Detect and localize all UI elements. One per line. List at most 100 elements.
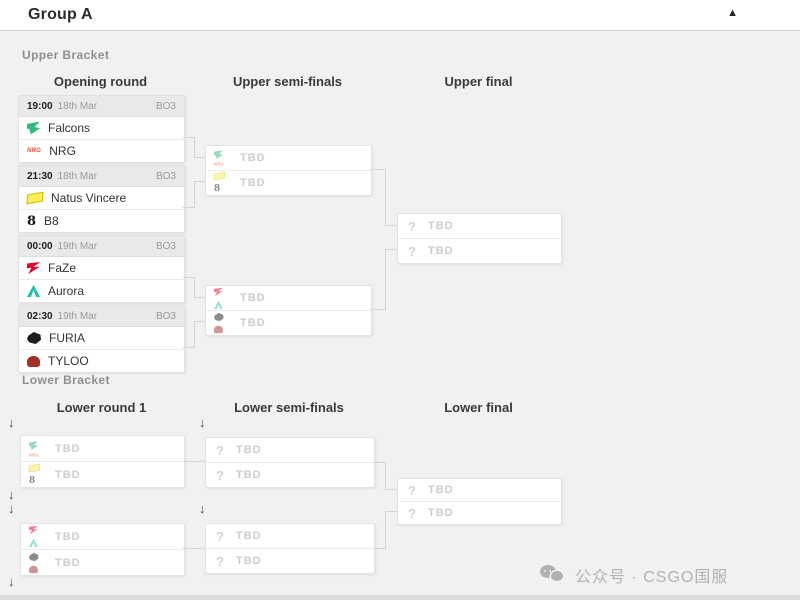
tbd-slot: ? TBD <box>206 462 374 487</box>
bracket-connector <box>373 511 386 549</box>
unknown-team-icon: ? <box>408 218 416 234</box>
team-row-falcons[interactable]: Falcons <box>19 117 184 139</box>
watermark: 公众号 · CSGO国服 <box>540 563 728 587</box>
furia-logo-icon <box>214 312 224 322</box>
col-header-lower-final: Lower final <box>444 400 513 415</box>
lower-round1-match-1: NRG TBD 8 TBD <box>20 435 185 488</box>
match-format: BO3 <box>155 310 176 322</box>
team-row-b8[interactable]: 8 B8 <box>19 209 184 232</box>
team-row-faze[interactable]: FaZe <box>19 257 184 279</box>
team-name: Natus Vincere <box>51 191 127 205</box>
match-date: 19th Mar <box>57 240 98 252</box>
possible-teams-icons <box>29 524 45 549</box>
tbd-slot: NRG TBD <box>206 146 371 170</box>
tbd-slot: ? TBD <box>206 548 374 573</box>
bracket-connector <box>183 461 205 462</box>
possible-teams-icons: NRG <box>214 148 230 168</box>
match-card-falcons-nrg[interactable]: 19:00 18th Mar BO3 Falcons NRG NRG <box>18 95 185 163</box>
unknown-team-icon: ? <box>216 528 224 544</box>
tbd-slot: TBD <box>206 310 371 335</box>
tyloo-logo-icon <box>29 565 38 573</box>
team-name: NRG <box>49 144 76 158</box>
match-time: 19:00 <box>27 100 53 112</box>
loser-drop-arrow-icon: ↓ <box>199 501 206 516</box>
tbd-label: TBD <box>55 530 81 543</box>
team-row-navi[interactable]: Natus Vincere <box>19 187 184 209</box>
tbd-slot: TBD <box>206 286 371 310</box>
group-header[interactable]: Group A ▲ <box>0 0 800 31</box>
col-header-upper-final: Upper final <box>444 74 513 89</box>
match-time: 00:00 <box>27 240 53 252</box>
navi-logo-icon <box>26 191 44 205</box>
possible-teams-icons: NRG <box>29 439 45 459</box>
possible-teams-icons <box>214 286 230 311</box>
bracket-connector <box>183 277 195 298</box>
team-name: FURIA <box>49 331 85 345</box>
col-header-opening-round: Opening round <box>53 74 148 89</box>
match-format: BO3 <box>155 170 176 182</box>
nrg-logo-icon: NRG <box>214 162 224 168</box>
match-header: 19:00 18th Mar BO3 <box>19 96 184 117</box>
faze-logo-icon <box>29 525 38 535</box>
team-name: B8 <box>44 214 59 228</box>
possible-teams-icons <box>214 311 230 335</box>
col-header-lower-round-1: Lower round 1 <box>56 400 147 415</box>
tbd-label: TBD <box>240 152 266 164</box>
unknown-team-icon: ? <box>216 442 224 458</box>
unknown-team-icon: ? <box>216 553 224 569</box>
tbd-label: TBD <box>236 530 262 542</box>
match-card-furia-tyloo[interactable]: 02:30 19th Mar BO3 FURIA TYLOO <box>18 305 185 373</box>
upper-bracket-label: Upper Bracket <box>22 48 110 62</box>
tbd-slot: TBD <box>21 549 184 575</box>
tbd-label: TBD <box>240 317 266 329</box>
col-header-lower-semifinals: Lower semi-finals <box>234 400 344 415</box>
tbd-label: TBD <box>428 507 454 519</box>
tbd-label: TBD <box>236 444 262 456</box>
b8-logo-icon: 8 <box>27 213 37 229</box>
aurora-logo-icon <box>29 538 38 548</box>
upper-semifinal-1: NRG TBD 8 TBD <box>205 145 372 196</box>
bottom-divider <box>0 595 800 600</box>
navi-logo-icon <box>213 171 226 181</box>
team-row-aurora[interactable]: Aurora <box>19 279 184 302</box>
bracket-connector <box>194 181 205 182</box>
collapse-caret-icon[interactable]: ▲ <box>727 7 738 19</box>
b8-logo-icon: 8 <box>29 474 36 486</box>
match-card-navi-b8[interactable]: 21:30 18th Mar BO3 Natus Vincere 8 B8 <box>18 165 185 233</box>
faze-logo-icon <box>27 262 40 274</box>
team-row-furia[interactable]: FURIA <box>19 327 184 349</box>
upper-final: ? TBD ? TBD <box>397 213 562 264</box>
match-date: 18th Mar <box>57 100 98 112</box>
lower-bracket-label: Lower Bracket <box>22 373 110 387</box>
tbd-label: TBD <box>236 555 262 567</box>
tbd-slot: ? TBD <box>398 214 561 238</box>
possible-teams-icons <box>29 551 45 575</box>
tbd-label: TBD <box>236 469 262 481</box>
navi-logo-icon <box>28 463 41 472</box>
possible-teams-icons: 8 <box>213 171 230 195</box>
unknown-team-icon: ? <box>408 505 416 521</box>
team-row-tyloo[interactable]: TYLOO <box>19 349 184 372</box>
faze-logo-icon <box>214 287 223 296</box>
tbd-label: TBD <box>55 468 81 481</box>
lower-round1-match-2: TBD TBD <box>20 523 185 576</box>
unknown-team-icon: ? <box>408 482 416 498</box>
tbd-label: TBD <box>428 245 454 257</box>
match-header: 00:00 19th Mar BO3 <box>19 236 184 257</box>
tbd-slot: 8 TBD <box>206 170 371 195</box>
tyloo-logo-icon <box>27 355 40 367</box>
tbd-label: TBD <box>55 442 81 455</box>
tbd-slot: ? TBD <box>398 238 561 263</box>
tbd-slot: ? TBD <box>398 501 561 524</box>
match-card-faze-aurora[interactable]: 00:00 19th Mar BO3 FaZe Aurora <box>18 235 185 303</box>
loser-drop-arrow-icon: ↓ <box>8 487 15 502</box>
loser-drop-arrow-icon: ↓ <box>8 574 15 589</box>
team-row-nrg[interactable]: NRG NRG <box>19 139 184 162</box>
bracket-connector <box>373 462 386 490</box>
nrg-logo-icon: NRG <box>27 148 42 154</box>
team-name: Aurora <box>48 284 85 298</box>
tbd-label: TBD <box>240 292 266 304</box>
lower-semifinal-2: ? TBD ? TBD <box>205 523 375 574</box>
tbd-label: TBD <box>428 484 454 496</box>
